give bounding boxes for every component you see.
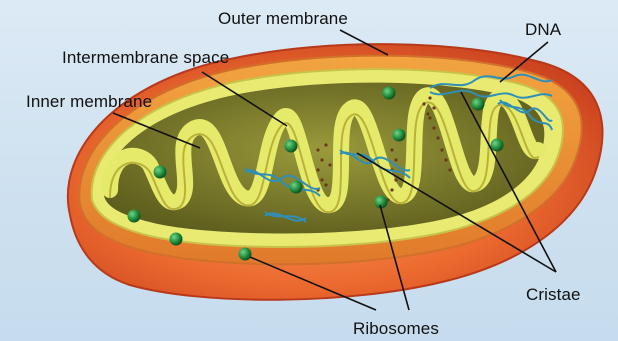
ribosome: [170, 233, 183, 246]
ribosome: [239, 248, 252, 261]
ribosome: [383, 87, 396, 100]
cristae-label: Cristae: [526, 285, 581, 305]
ribosome: [290, 181, 303, 194]
dna-label: DNA: [525, 20, 561, 40]
ribosome: [393, 129, 406, 142]
inner-membrane-label: Inner membrane: [26, 92, 152, 112]
ribosome: [128, 210, 141, 223]
ribosome: [154, 166, 167, 179]
intermembrane-space-label: Intermembrane space: [62, 48, 229, 68]
ribosomes-label: Ribosomes: [353, 319, 439, 339]
ribosome: [472, 98, 485, 111]
ribosome: [285, 140, 298, 153]
outer-membrane-label: Outer membrane: [218, 9, 348, 29]
ribosome: [491, 139, 504, 152]
